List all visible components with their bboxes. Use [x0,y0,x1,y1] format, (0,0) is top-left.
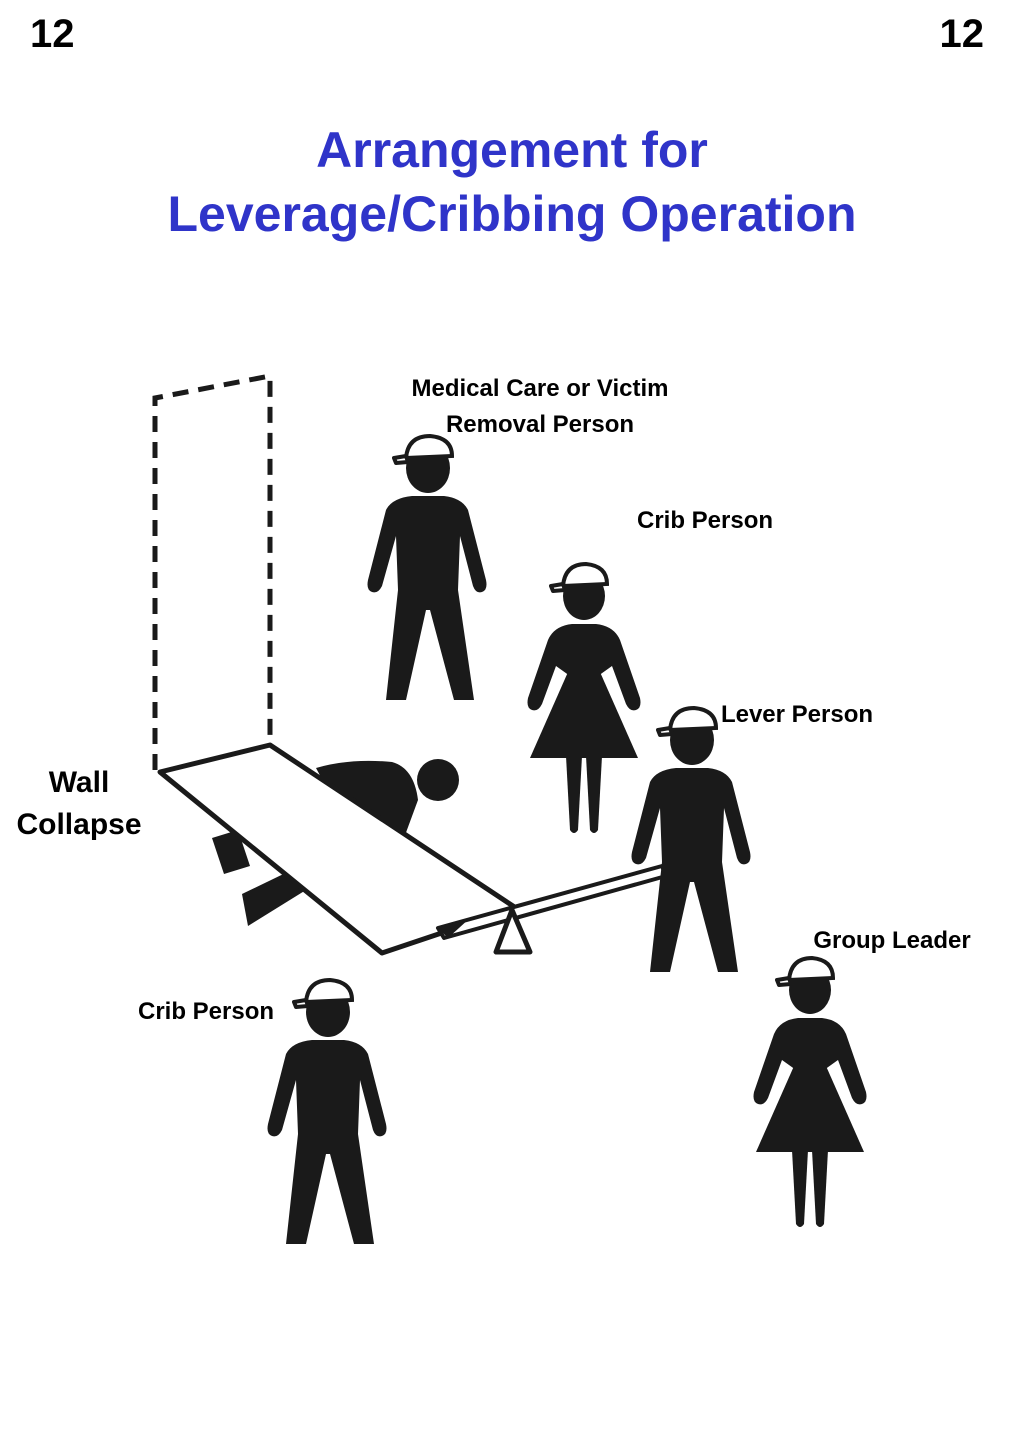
crib-block-left [212,830,250,874]
title-line-2: Leverage/Cribbing Operation [167,186,857,242]
label-medical-line-2: Removal Person [446,411,634,438]
fulcrum-icon [493,907,533,955]
crib-person-top-figure [525,562,643,835]
label-wall-line-1: Wall [49,766,110,799]
label-lever-person: Lever Person [721,701,873,728]
page-number-right: 12 [939,12,985,56]
title-line-1: Arrangement for [316,122,708,178]
label-crib-person-bottom: Crib Person [138,998,274,1025]
page-title: Arrangement for Leverage/Cribbing Operat… [0,118,1024,246]
wall-original-outline [152,372,273,770]
crib-person-bottom-figure [265,978,389,1246]
label-wall-line-2: Collapse [16,808,141,841]
group-leader-figure [751,956,869,1229]
page-number-left: 12 [30,12,75,56]
lever-person-figure [629,706,753,974]
medical-person-figure [365,434,489,702]
label-medical-line-1: Medical Care or Victim [412,375,669,402]
lever-bar-tip [438,918,470,938]
label-crib-person-top: Crib Person [637,507,773,534]
label-group-leader: Group Leader [813,927,970,954]
